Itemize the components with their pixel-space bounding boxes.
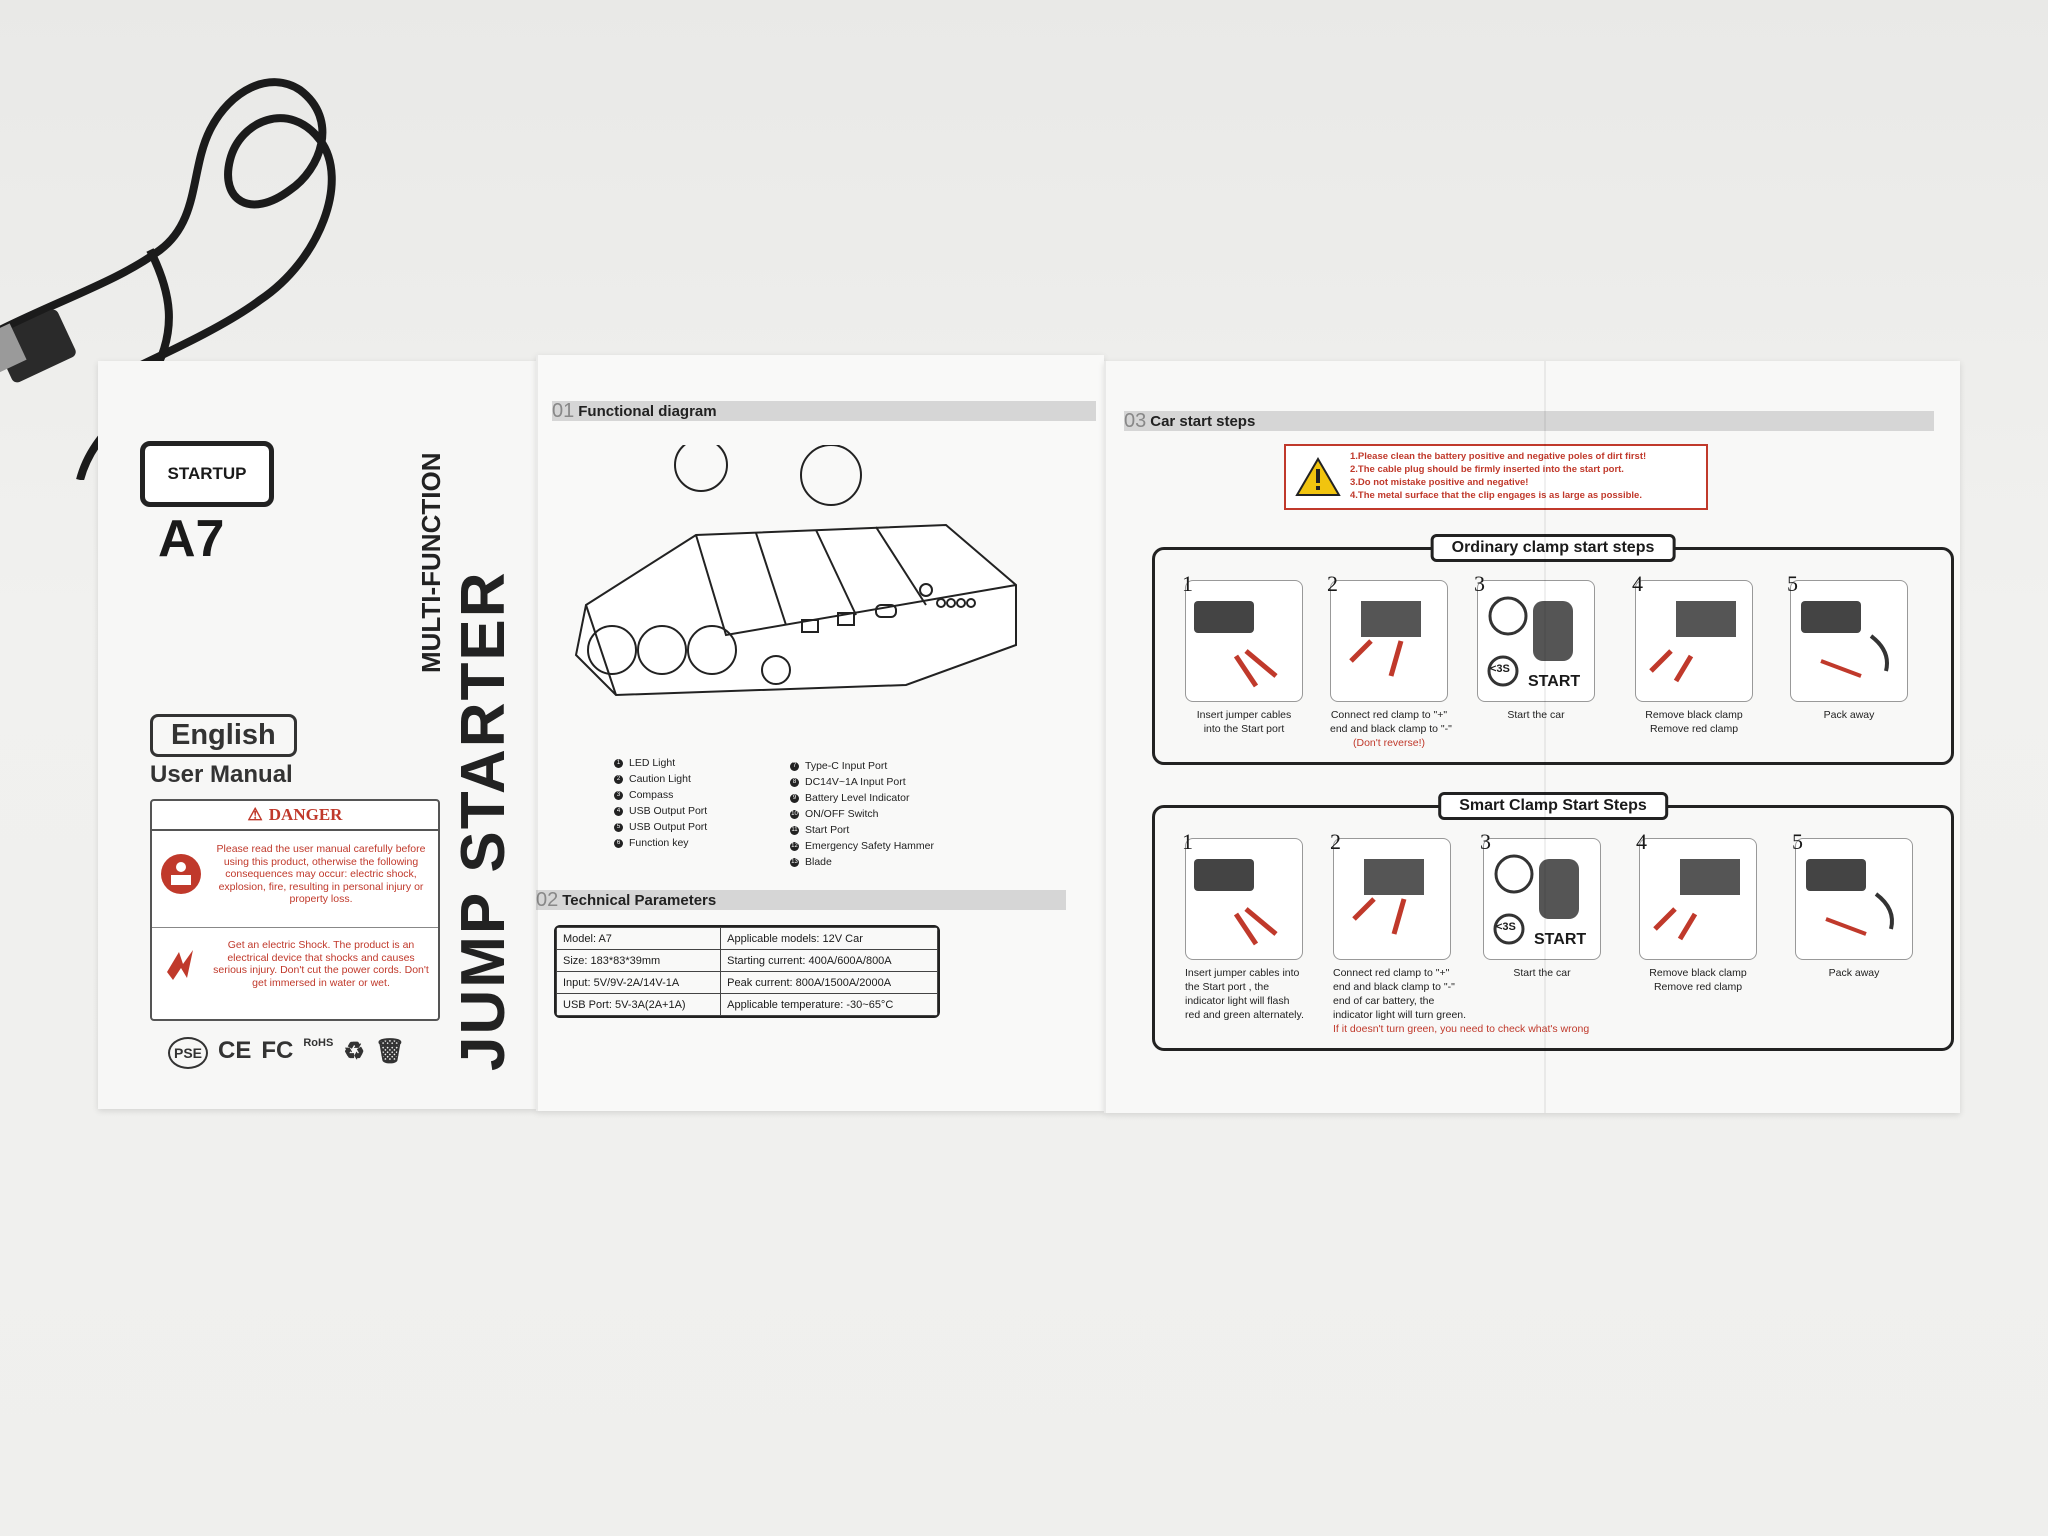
car-start-num: 03: [1124, 409, 1147, 432]
brand-label: STARTUP: [167, 464, 247, 483]
language-badge: English: [150, 714, 297, 757]
ordinary-step-3: 3 <3S START Start the car: [1474, 571, 1595, 722]
warning-box: 1.Please clean the battery positive and …: [1284, 444, 1708, 510]
functional-num: 01: [552, 399, 575, 422]
danger-text-2: Get an electric Shock. The product is an…: [213, 939, 429, 989]
warning-line: 1.Please clean the battery positive and …: [1350, 451, 1647, 462]
car-start-header: 03 Car start steps: [1124, 409, 1934, 432]
weee-bin-icon: 🗑: [374, 1038, 406, 1065]
jump-starter-cables-icon: [1194, 601, 1278, 688]
ordinary-title: Ordinary clamp start steps: [1430, 534, 1676, 562]
danger-header: ⚠ DANGER: [152, 801, 438, 831]
warning-line: 3.Do not mistake positive and negative!: [1350, 477, 1529, 488]
fc-mark: FC: [261, 1037, 294, 1064]
remove-clamps-icon: [1653, 859, 1740, 941]
table-row: USB Port: 5V-3A(2A+1A)Applicable tempera…: [556, 993, 938, 1016]
recycle-icon: ♻: [343, 1038, 365, 1065]
ordinary-step-5: 5 Pack away: [1787, 571, 1908, 722]
battery-clamps-icon: [1352, 859, 1424, 935]
danger-row-shock: Get an electric Shock. The product is an…: [152, 939, 438, 989]
title-small: MULTI-FUNCTION: [416, 452, 446, 673]
ce-mark: CE: [218, 1037, 252, 1064]
read-manual-icon: [161, 854, 201, 895]
car-start-panel: 03 Car start steps 1.Please clean the ba…: [1104, 361, 1960, 1113]
smart-steps-box: Smart Clamp Start Steps 1 Insert jumper …: [1152, 792, 1954, 1051]
danger-box: ⚠ DANGER Please read the user manual car…: [150, 799, 440, 1021]
smart-step-2: 2 Connect red clamp to "+"end and black …: [1330, 829, 1590, 1035]
electric-shock-icon: [167, 950, 193, 980]
device-diagram: [574, 445, 1017, 697]
ordinary-steps-box: Ordinary clamp start steps 1 Insert jump…: [1152, 534, 1954, 765]
warning-triangle-icon: [1295, 457, 1341, 496]
model-label: A7: [158, 510, 225, 568]
ordinary-step-2: 2 Connect red clamp to "+"end and black …: [1327, 571, 1452, 749]
danger-row-read: Please read the user manual carefully be…: [152, 843, 438, 906]
battery-clamps-icon: [1349, 601, 1421, 677]
technical-num: 02: [536, 888, 559, 911]
functional-title: Functional diagram: [578, 402, 717, 420]
danger-title: DANGER: [268, 805, 343, 824]
engine-check-icon: STARTUP: [140, 441, 274, 507]
title-big: JUMP STARTER: [449, 570, 518, 1071]
certification-marks: PSE CE FC RoHS ♻ 🗑: [168, 1037, 405, 1069]
pse-mark: PSE: [168, 1037, 209, 1069]
warning-line: 2.The cable plug should be firmly insert…: [1350, 464, 1624, 475]
car-key-icon: [1493, 854, 1579, 945]
usb-cable-image: [0, 78, 336, 480]
rohs-mark: RoHS: [303, 1037, 334, 1049]
cover-panel: STARTUP A7 MULTI-FUNCTION JUMP STARTER E…: [98, 361, 536, 1109]
danger-text-1: Please read the user manual carefully be…: [216, 843, 426, 905]
warning-line: 4.The metal surface that the clip engage…: [1350, 490, 1642, 501]
car-start-title: Car start steps: [1150, 412, 1256, 430]
smart-step-5: 5 Pack away: [1792, 829, 1913, 980]
pack-away-icon: [1801, 601, 1889, 678]
pack-away-icon: [1806, 859, 1894, 936]
functional-header: 01 Functional diagram: [552, 399, 1096, 422]
technical-header: 02 Technical Parameters: [536, 888, 1066, 911]
user-manual-label: User Manual: [150, 761, 293, 788]
warning-triangle-icon: ⚠: [247, 805, 263, 824]
technical-title: Technical Parameters: [562, 891, 717, 909]
remove-clamps-icon: [1649, 601, 1736, 683]
car-key-icon: [1487, 596, 1573, 687]
smart-step-3: 3 <3S START Start the car: [1480, 829, 1601, 980]
user-manual-sheet: STARTUP A7 MULTI-FUNCTION JUMP STARTER E…: [98, 355, 1960, 1115]
smart-title: Smart Clamp Start Steps: [1438, 792, 1668, 820]
jump-starter-cables-icon: [1194, 859, 1278, 946]
